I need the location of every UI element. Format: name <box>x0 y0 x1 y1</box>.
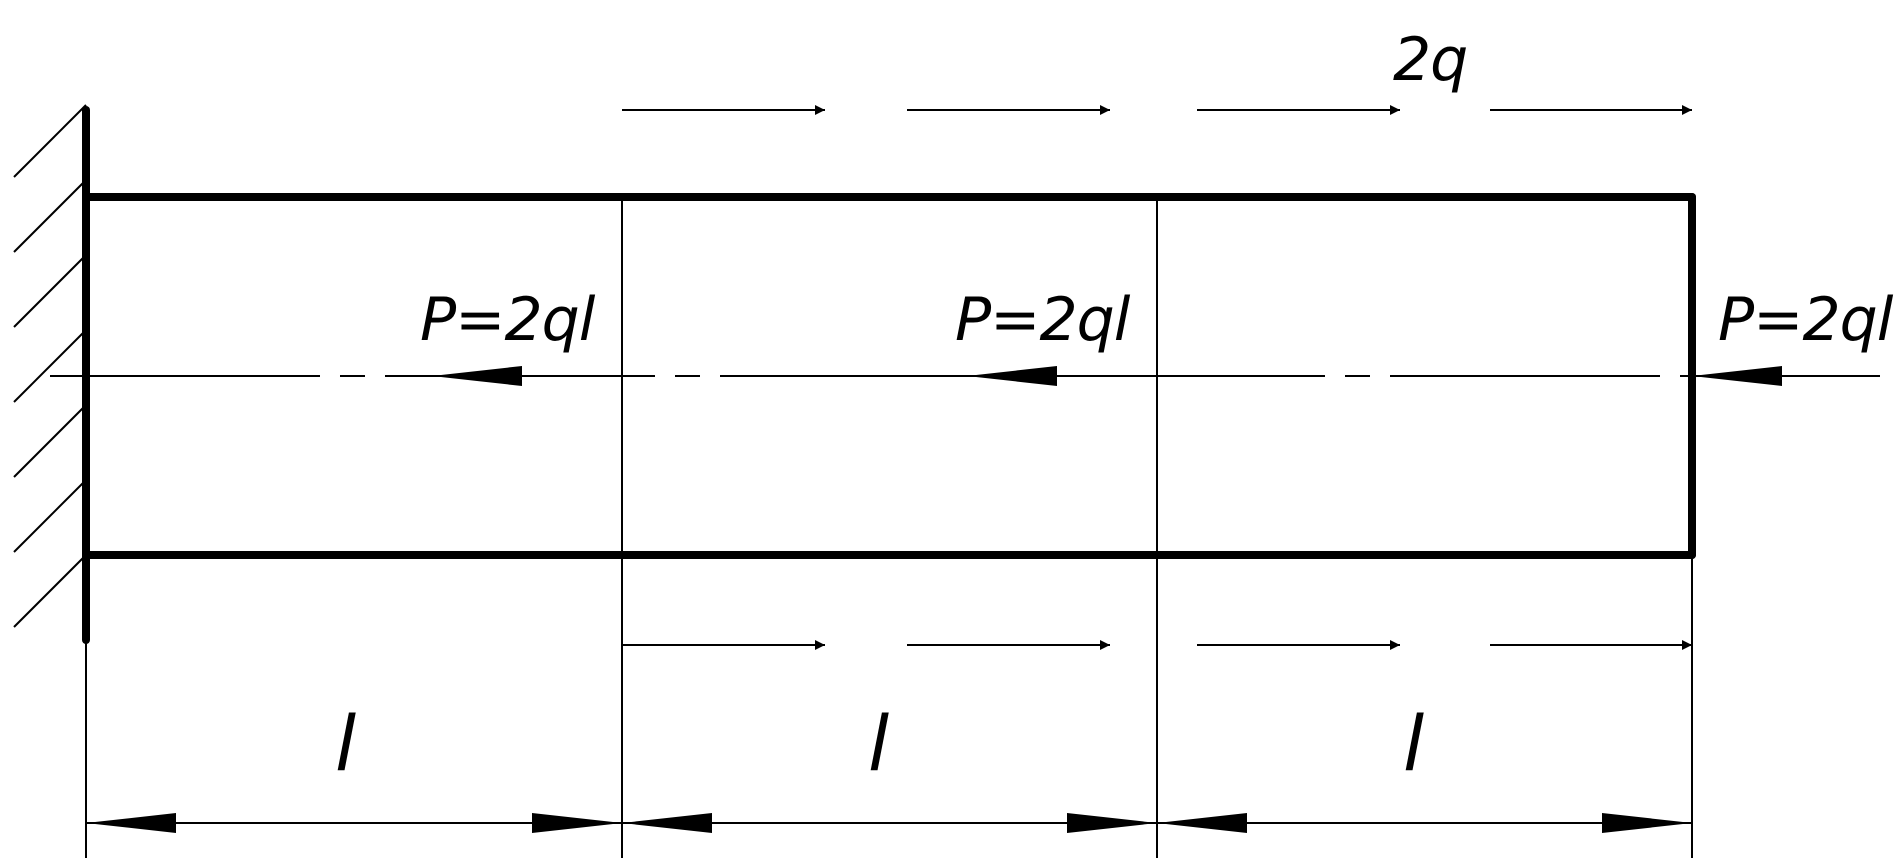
force-arrow-2 <box>967 366 1057 386</box>
force-label-2: P=2ql <box>955 285 1131 355</box>
dimension-label-2: l <box>868 699 889 788</box>
dimension-label-3: l <box>1403 699 1424 788</box>
force-arrow-1 <box>432 366 522 386</box>
dimension-lines <box>85 555 1693 858</box>
dimension-arrowheads <box>86 813 1692 833</box>
force-arrow-3 <box>1692 366 1782 386</box>
force-label-3: P=2ql <box>1718 285 1894 355</box>
distributed-load-label: 2q <box>1393 25 1467 95</box>
wall-hatching <box>13 104 87 628</box>
force-label-1: P=2ql <box>420 285 596 355</box>
fixed-wall-support <box>13 104 90 644</box>
concentrated-force-arrows <box>432 366 1782 386</box>
bar <box>82 193 1696 858</box>
dimension-label-1: l <box>335 699 356 788</box>
